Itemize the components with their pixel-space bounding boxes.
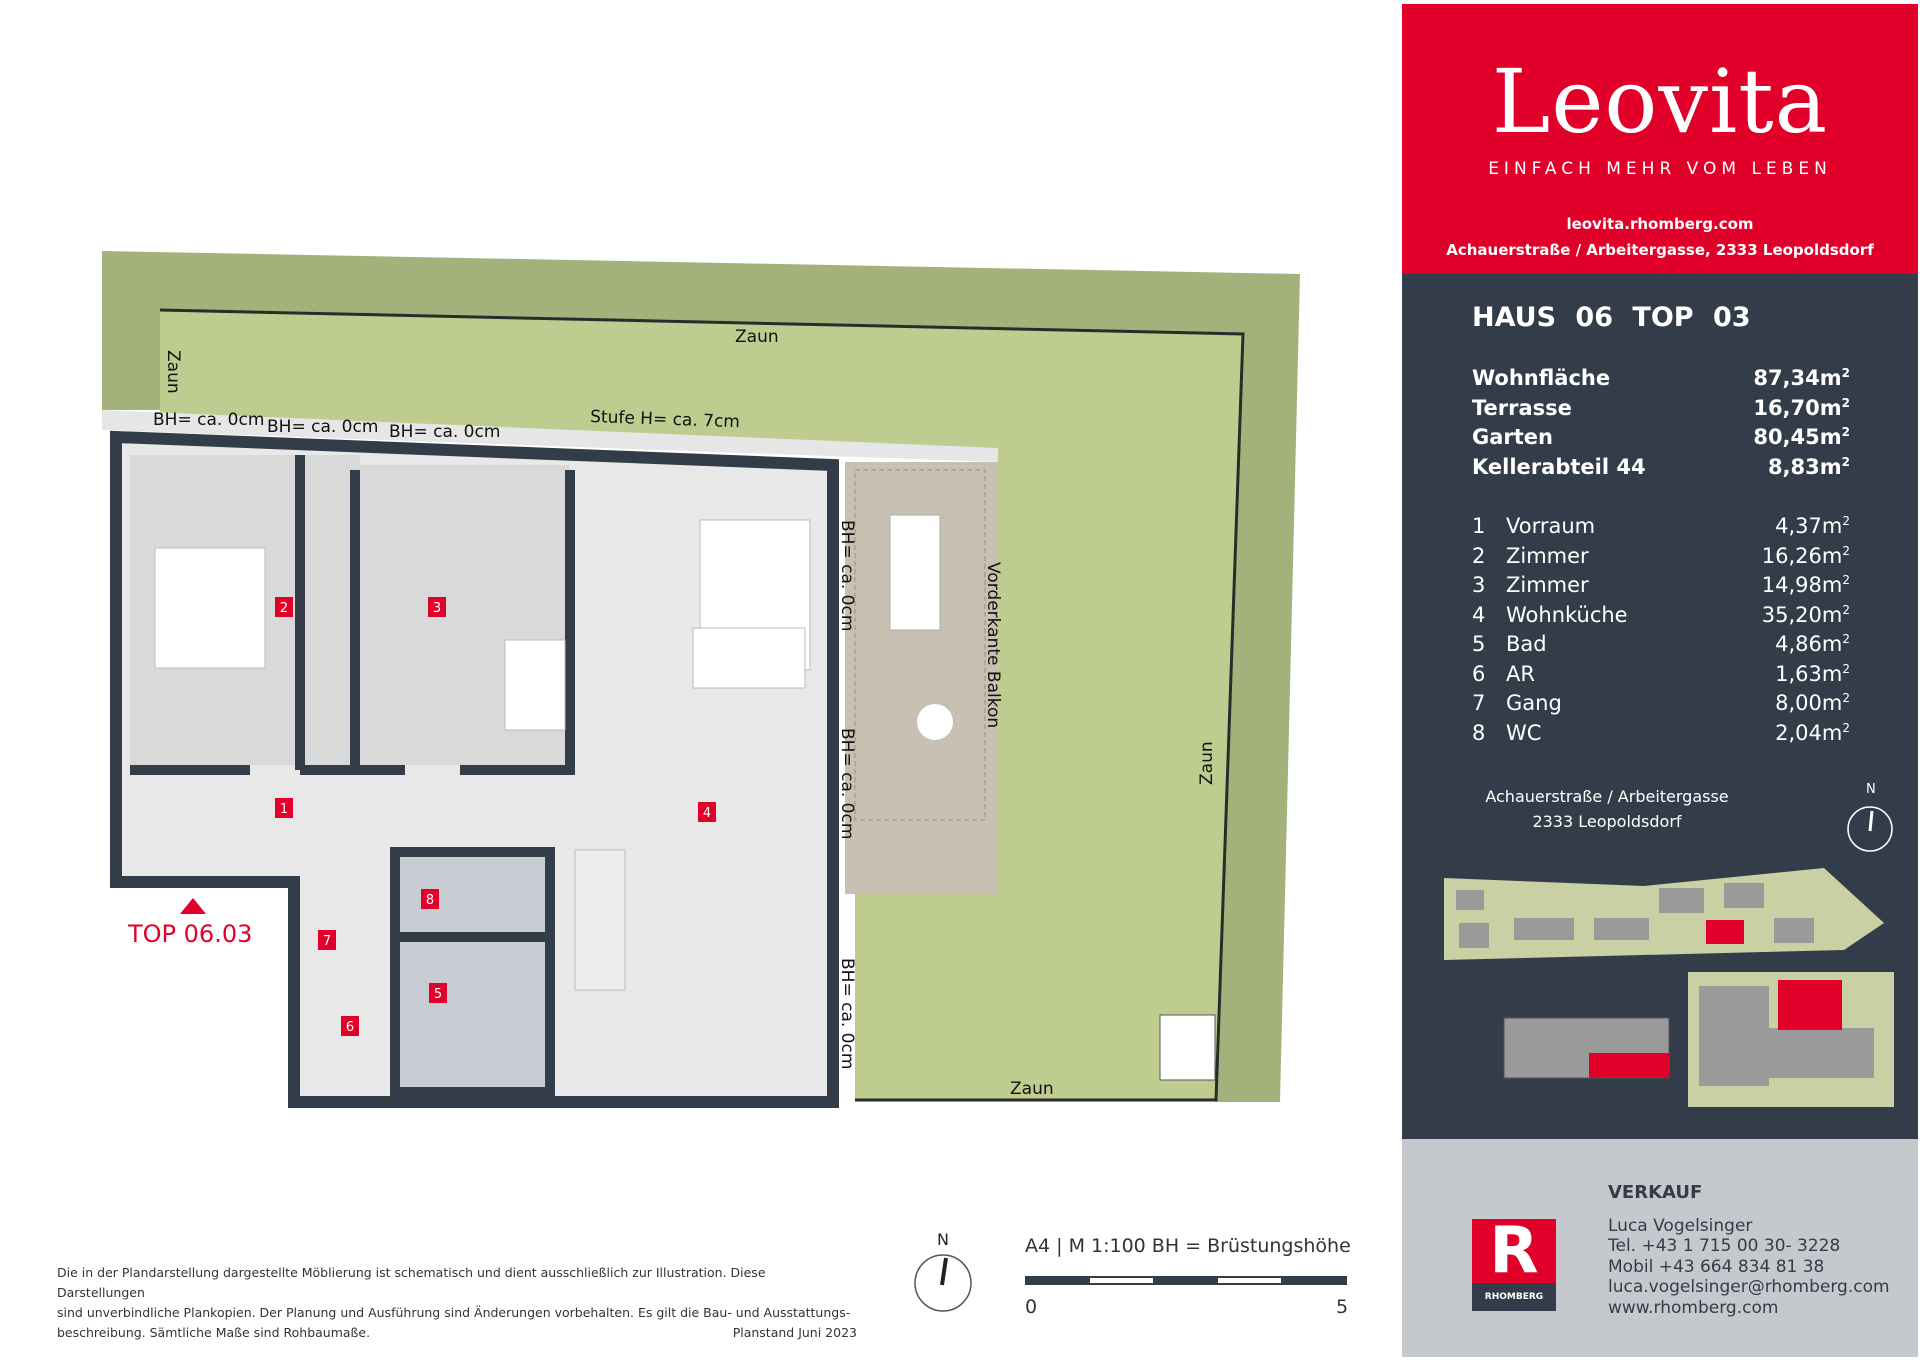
room-marker-4: 4 xyxy=(698,802,716,822)
brand-tagline: EINFACH MEHR VOM LEBEN xyxy=(1488,159,1832,179)
terrace xyxy=(845,462,998,894)
scale-bar xyxy=(1025,1276,1347,1285)
project-address: Achauerstraße / Arbeitergasse, 2333 Leop… xyxy=(1446,241,1874,259)
disclaimer: Die in der Plandarstellung dargestellte … xyxy=(57,1263,857,1343)
svg-text:7: 7 xyxy=(323,934,331,949)
balcony-edge-label: Vorderkante Balkon xyxy=(983,562,1003,728)
leovita-logo: Leovita xyxy=(1491,50,1829,153)
entrance-arrow-icon xyxy=(180,898,206,914)
contact-phone[interactable]: Tel. +43 1 715 00 30- 3228 xyxy=(1608,1236,1841,1256)
contact-email[interactable]: luca.vogelsinger@rhomberg.com xyxy=(1608,1277,1890,1297)
fence-label-right: Zaun xyxy=(1197,741,1217,785)
garden-lawn xyxy=(160,310,1243,1100)
svg-text:6: 6 xyxy=(346,1020,354,1035)
website-link[interactable]: leovita.rhomberg.com xyxy=(1566,215,1754,233)
bh-label: BH= ca. 0cm xyxy=(837,520,857,631)
contact-mobile[interactable]: Mobil +43 664 834 81 38 xyxy=(1608,1256,1825,1277)
bh-label: BH= ca. 0cm xyxy=(837,728,857,839)
room-marker-6: 6 xyxy=(341,1016,359,1036)
bh-label: BH= ca. 0cm xyxy=(837,958,857,1069)
scale-end: 5 xyxy=(1336,1296,1348,1318)
floor-plan: Zaun Zaun Zaun Zaun Stufe H= ca. 7cm BH=… xyxy=(102,251,1348,1318)
room-marker-1: 1 xyxy=(275,798,293,818)
room-marker-2: 2 xyxy=(275,597,293,617)
unit-title: HAUS 06 TOP 03 xyxy=(1472,302,1751,333)
brand-header: Leovita EINFACH MEHR VOM LEBEN leovita.r… xyxy=(1402,4,1918,274)
bh-label: BH= ca. 0cm xyxy=(389,422,500,442)
svg-text:2: 2 xyxy=(280,601,288,616)
scale-label: A4 | M 1:100 BH = Brüstungshöhe xyxy=(1025,1235,1351,1257)
site-plan-map xyxy=(1444,868,1894,1107)
room-marker-3: 3 xyxy=(428,597,446,617)
svg-text:N: N xyxy=(1866,782,1876,797)
disclaimer-line: sind unverbindliche Plankopien. Der Plan… xyxy=(57,1305,851,1320)
fence-label-bottom: Zaun xyxy=(1010,1079,1054,1099)
bh-label: BH= ca. 0cm xyxy=(267,417,378,437)
scale-start: 0 xyxy=(1025,1296,1037,1318)
room-marker-7: 7 xyxy=(318,930,336,950)
svg-text:8: 8 xyxy=(426,893,434,908)
svg-text:3: 3 xyxy=(433,601,441,616)
svg-text:1: 1 xyxy=(280,802,288,817)
sales-heading: VERKAUF xyxy=(1608,1182,1703,1203)
svg-text:5: 5 xyxy=(434,987,442,1002)
contact-name: Luca Vogelsinger xyxy=(1608,1215,1753,1236)
north-arrow-icon: N xyxy=(1847,782,1893,852)
entrance-label: TOP 06.03 xyxy=(127,920,252,948)
disclaimer-line: beschreibung. Sämtliche Maße sind Rohbau… xyxy=(57,1325,371,1340)
svg-text:N: N xyxy=(937,1230,949,1249)
north-arrow-icon: N xyxy=(914,1230,972,1312)
room-marker-8: 8 xyxy=(421,889,439,909)
fence-label-top: Zaun xyxy=(735,327,779,347)
svg-text:4: 4 xyxy=(703,806,711,821)
disclaimer-line: Die in der Plandarstellung dargestellte … xyxy=(57,1265,766,1300)
bh-label: BH= ca. 0cm xyxy=(153,410,264,430)
fence-label-left: Zaun xyxy=(163,350,183,394)
plan-date: Planstand Juni 2023 xyxy=(732,1325,857,1340)
room-marker-5: 5 xyxy=(429,983,447,1003)
contact-website[interactable]: www.rhomberg.com xyxy=(1608,1297,1779,1318)
